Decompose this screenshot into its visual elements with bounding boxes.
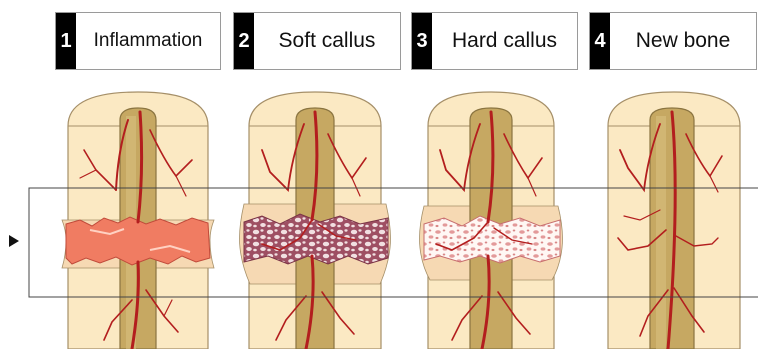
right-pointer-icon bbox=[9, 235, 19, 247]
